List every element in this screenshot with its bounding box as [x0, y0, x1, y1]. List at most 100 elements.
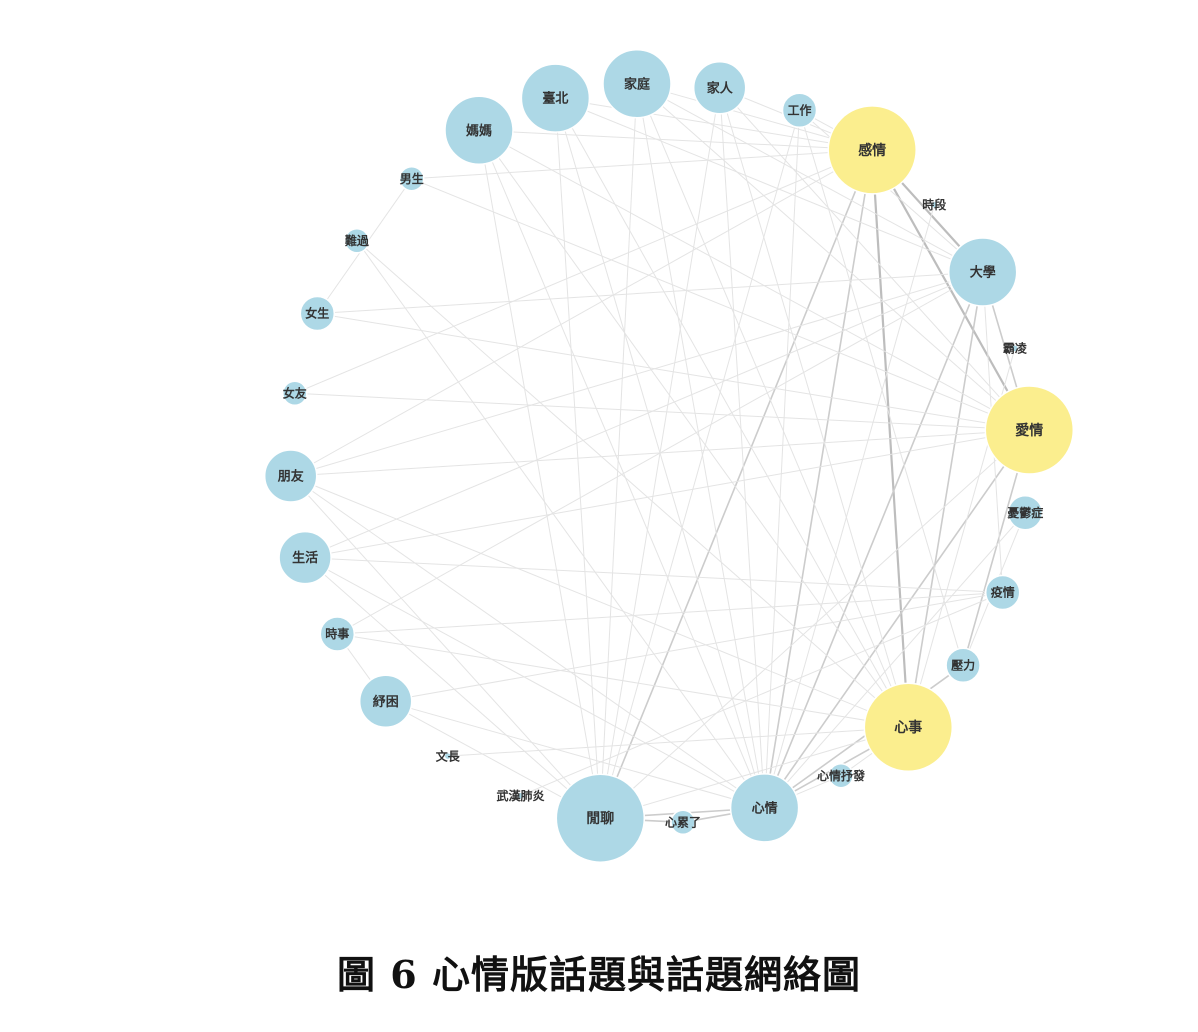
node-circle-朋友 — [263, 449, 318, 503]
node-閒聊: 閒聊 — [555, 773, 646, 863]
node-label: 大學 — [970, 265, 996, 281]
network-nodes: 感情時段大學霸凌愛情憂鬱症疫情壓力心事心情抒發心情心累了閒聊武漢肺炎文長紓困時事… — [263, 48, 1075, 863]
node-circle-霸凌 — [1010, 344, 1020, 353]
edge-工作-心情 — [764, 110, 800, 808]
node-circle-家人 — [692, 61, 747, 115]
edge-感情-閒聊 — [599, 149, 873, 819]
node-circle-心情抒發 — [828, 762, 854, 789]
edge-女生-大學 — [317, 271, 983, 314]
edge-媽媽-愛情 — [478, 129, 1030, 431]
node-circle-時段 — [930, 200, 939, 209]
node-大學: 大學 — [947, 237, 1018, 307]
node-label: 男生 — [400, 171, 424, 186]
edge-媽媽-閒聊 — [478, 130, 601, 819]
edge-家庭-心情 — [636, 83, 766, 808]
node-疫情: 疫情 — [984, 574, 1021, 611]
node-circle-壓力 — [945, 647, 981, 683]
edge-憂鬱症-心情 — [764, 512, 1026, 809]
figure-caption: 圖 6 心情版話題與話題網絡圖 — [337, 952, 861, 997]
edge-家庭-大學 — [636, 83, 983, 273]
edge-生活-愛情 — [305, 429, 1030, 559]
node-工作: 工作 — [781, 92, 818, 129]
node-女生: 女生 — [299, 295, 336, 332]
edge-媽媽-心情 — [478, 130, 766, 809]
node-label: 心累了 — [665, 816, 701, 830]
node-circle-女生 — [299, 295, 336, 332]
edge-家庭-愛情 — [636, 83, 1030, 431]
node-心事: 心事 — [863, 682, 954, 773]
node-紓困: 紓困 — [358, 674, 413, 729]
node-壓力: 壓力 — [945, 647, 981, 683]
node-時段: 時段 — [922, 197, 947, 212]
node-心累了: 心累了 — [665, 809, 701, 836]
node-霸凌: 霸凌 — [1003, 341, 1028, 356]
node-label: 生活 — [292, 550, 318, 566]
node-媽媽: 媽媽 — [444, 95, 514, 166]
node-label: 紓困 — [373, 694, 399, 710]
node-感情: 感情 — [827, 105, 917, 195]
edge-家庭-閒聊 — [599, 83, 638, 819]
edge-感情-朋友 — [290, 149, 873, 477]
node-label: 朋友 — [277, 469, 304, 485]
edge-生活-大學 — [304, 271, 983, 559]
node-circle-媽媽 — [444, 95, 514, 166]
edge-朋友-心事 — [290, 475, 909, 728]
edge-朋友-大學 — [290, 271, 983, 477]
node-circle-武漢肺炎 — [516, 791, 525, 800]
node-label: 臺北 — [542, 91, 568, 107]
node-circle-閒聊 — [555, 773, 646, 863]
node-circle-男生 — [398, 165, 425, 192]
edge-家人-心事 — [719, 87, 909, 728]
node-心情抒發: 心情抒發 — [817, 762, 866, 789]
node-label: 家庭 — [624, 76, 651, 92]
edge-時事-心事 — [337, 633, 909, 728]
edge-感情-媽媽 — [478, 129, 873, 151]
node-circle-文長 — [443, 751, 453, 761]
edge-難過-心事 — [356, 240, 909, 728]
node-label: 感情 — [858, 142, 886, 159]
node-label: 家人 — [707, 80, 734, 96]
edge-工作-閒聊 — [599, 110, 800, 819]
node-label: 疫情 — [991, 585, 1015, 600]
edge-紓困-心情 — [385, 700, 765, 809]
edge-朋友-心情 — [290, 475, 765, 809]
node-男生: 男生 — [398, 165, 425, 192]
node-circle-臺北 — [520, 63, 591, 133]
edge-疫情-生活 — [305, 557, 1003, 593]
node-label: 女友 — [283, 386, 307, 401]
edge-紓困-疫情 — [385, 592, 1003, 702]
node-circle-心事 — [863, 682, 954, 773]
node-circle-心情 — [729, 773, 800, 843]
edge-臺北-大學 — [555, 97, 983, 273]
node-circle-女友 — [282, 380, 308, 407]
node-label: 霸凌 — [1003, 341, 1028, 356]
node-難過: 難過 — [344, 228, 370, 254]
node-家庭: 家庭 — [602, 48, 672, 119]
node-circle-心累了 — [670, 809, 696, 836]
node-label: 女生 — [305, 306, 329, 321]
edge-男生-感情 — [411, 149, 873, 180]
edge-女友-感情 — [294, 149, 873, 394]
node-circle-難過 — [344, 228, 370, 254]
node-label: 心事 — [894, 719, 922, 736]
edge-文長-心事 — [447, 726, 909, 757]
edge-家人-愛情 — [719, 87, 1030, 431]
node-label: 時事 — [325, 626, 349, 641]
edge-男生-愛情 — [411, 178, 1030, 431]
topic-network: 感情時段大學霸凌愛情憂鬱症疫情壓力心事心情抒發心情心累了閒聊武漢肺炎文長紓困時事… — [263, 48, 1075, 863]
node-label: 愛情 — [1015, 422, 1043, 439]
node-臺北: 臺北 — [520, 63, 591, 133]
node-時事: 時事 — [319, 616, 356, 652]
edge-時段-心情 — [764, 204, 935, 809]
node-circle-大學 — [947, 237, 1018, 307]
edge-感情-心情 — [763, 149, 873, 809]
node-武漢肺炎: 武漢肺炎 — [496, 788, 544, 803]
node-circle-生活 — [278, 530, 332, 585]
node-label: 心情抒發 — [817, 768, 866, 783]
node-文長: 文長 — [436, 748, 461, 763]
node-label: 憂鬱症 — [1007, 505, 1043, 520]
node-circle-感情 — [827, 105, 917, 195]
node-circle-時事 — [319, 616, 356, 652]
edge-大學-心事 — [907, 271, 984, 728]
edge-工作-壓力 — [799, 110, 964, 666]
